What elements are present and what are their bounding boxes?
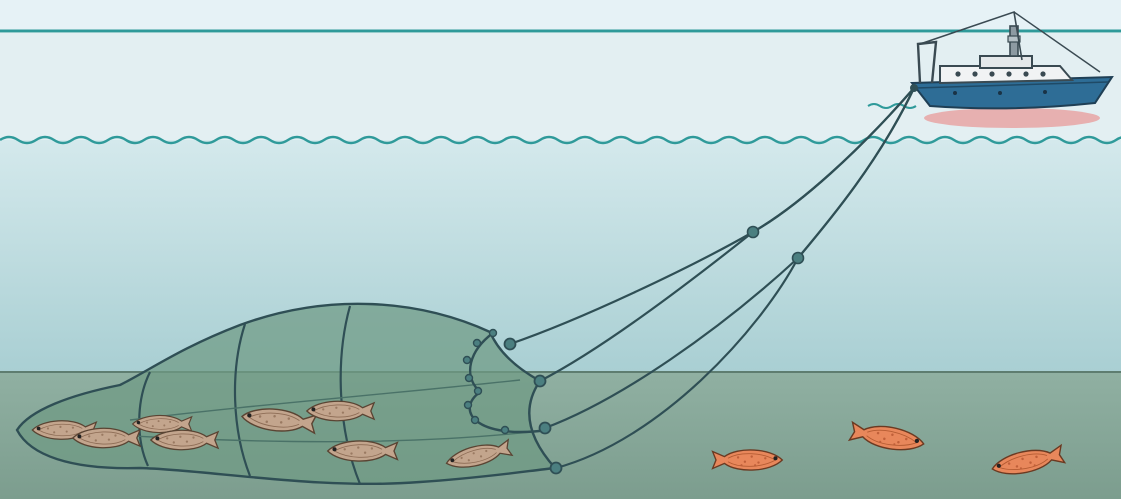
vessel-reflection: [924, 108, 1100, 128]
sky: [0, 0, 1121, 32]
headline-float: [505, 339, 516, 350]
cable-float-upper: [748, 227, 759, 238]
wing-attach-lower: [540, 423, 551, 434]
wing-attach-upper: [535, 376, 546, 387]
cable-float-lower: [793, 253, 804, 264]
water-column: [0, 140, 1121, 372]
ground-rope-attach: [551, 463, 562, 474]
